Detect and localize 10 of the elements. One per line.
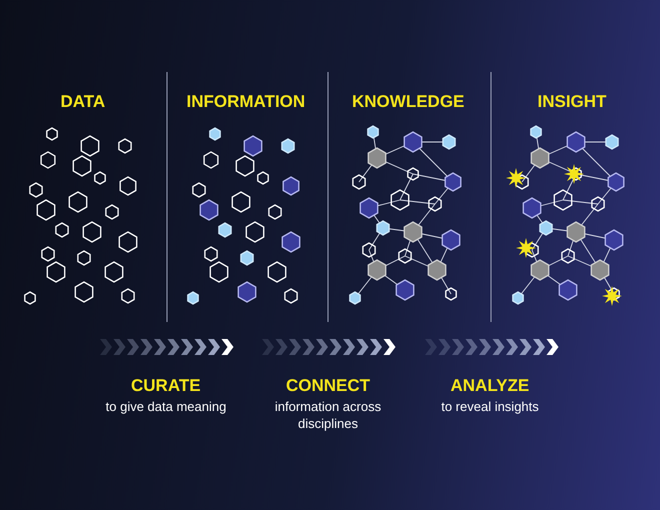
step-heading: ANALYZE (450, 376, 530, 396)
step-description: information across disciplines (274, 398, 382, 432)
panel-heading: INFORMATION (186, 92, 306, 112)
step-description: to reveal insights (440, 398, 540, 415)
step-heading: CONNECT (286, 376, 370, 396)
step-description: to give data meaning (104, 398, 228, 415)
panel-heading: INSIGHT (538, 92, 606, 112)
step-heading: CURATE (131, 376, 201, 396)
panel-heading: KNOWLEDGE (352, 92, 464, 112)
panel-heading: DATA (60, 92, 106, 112)
